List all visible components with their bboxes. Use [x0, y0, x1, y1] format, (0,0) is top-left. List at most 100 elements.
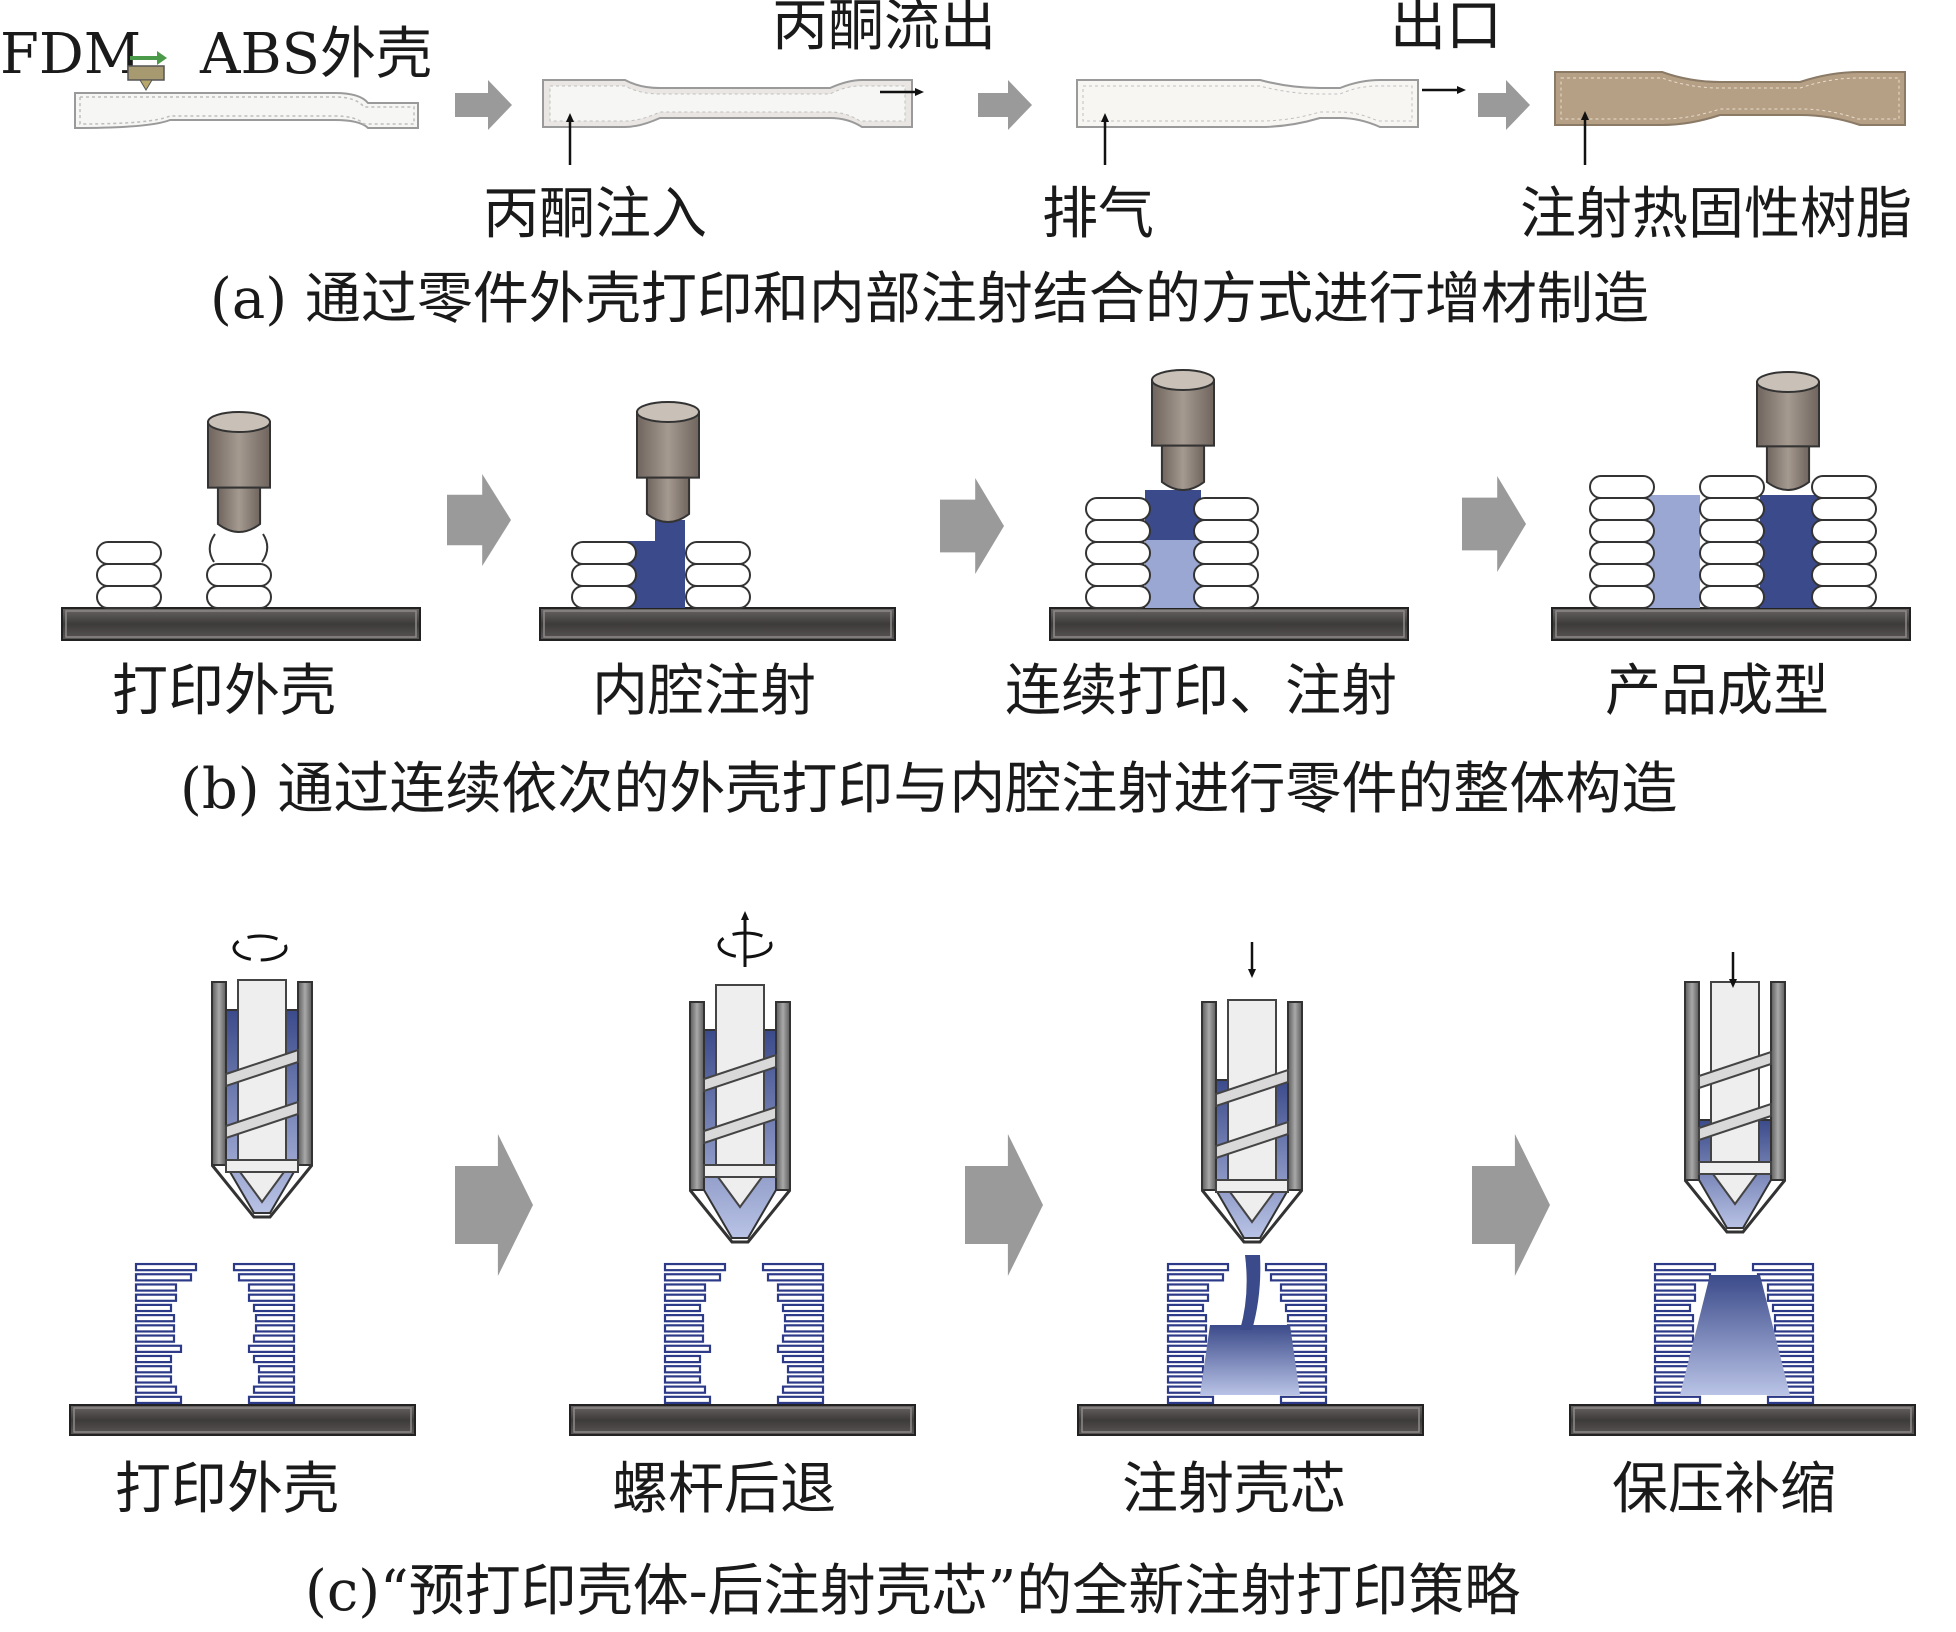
panel-c-barrel-2-wall-right	[775, 1001, 791, 1191]
panel-c-step1-shell-line-1-right	[232, 1262, 296, 1272]
process-arrow-b3	[1462, 476, 1526, 572]
specimen-1-shell	[74, 92, 419, 130]
panel-c-step3-shell-line-12-left	[1166, 1375, 1205, 1384]
panel-c-step1-shell-line-5-left	[134, 1303, 173, 1313]
panel-c-step1-shell-line-10-right	[252, 1354, 296, 1364]
panel-c-step1-shell-line-4-left	[134, 1293, 178, 1302]
specimen-4-resin-filled	[1554, 71, 1906, 126]
panel-c-barrel-3-screw-tip	[1228, 1191, 1276, 1224]
panel-b-step1-left-stack-bead-2	[96, 563, 162, 587]
panel-c-step4-shell-line-4-right	[1766, 1293, 1815, 1302]
panel-c-barrel-2-nozzle-cone	[688, 1189, 792, 1244]
panel-c-barrel-3-screw-flight-1	[1215, 1068, 1289, 1108]
panel-c-step1-shell-line-12-left	[134, 1375, 173, 1384]
panel-c-step4-cavity-fill	[1680, 1275, 1790, 1395]
panel-b-step4-left-stack-bead-2	[1589, 563, 1655, 587]
panel-c-step4-shell-line-10-left	[1653, 1354, 1692, 1364]
panel-c-step2-shell-line-1-left	[663, 1262, 727, 1272]
panel-b-nozzle-3-top	[1151, 369, 1215, 391]
panel-c-step4-shell-line-14-left	[1653, 1395, 1702, 1405]
panel-c-barrel-4-screw-flight-2	[1698, 1102, 1772, 1142]
panel-c-build-plate-1-bevel	[73, 1407, 412, 1433]
panel-b-build-plate-1	[61, 607, 421, 641]
panel-c-step1-shell-line-6-right	[254, 1314, 296, 1323]
panel-c-step3-shell-line-4-right	[1279, 1293, 1328, 1302]
panel-b-step3-left-stack-bead-4	[1085, 519, 1151, 543]
panel-c: 打印外壳 螺杆后退 注射壳芯 保压补缩 (c)“预打印壳体-后注射壳芯”的全新注…	[69, 911, 1916, 1624]
panel-b-build-plate-1-bevel	[65, 610, 417, 638]
panel-c-step2-shell-line-6-left	[663, 1314, 705, 1323]
panel-b-nozzle-4-tip	[1765, 445, 1811, 491]
panel-c-step3-shell-line-2-right	[1269, 1273, 1328, 1282]
panel-c-step1-shell-line-6-left	[134, 1314, 176, 1323]
panel-c-barrel-4-wall-right	[1770, 981, 1786, 1181]
fdm-label: FDM	[0, 22, 141, 87]
panel-b-build-plate-2	[539, 607, 896, 641]
panel-c-barrel-1-wall-right	[297, 981, 313, 1166]
panel-c-step2-shell-line-12-right	[786, 1375, 825, 1384]
panel-c-step3-shell-line-1-left	[1166, 1262, 1230, 1272]
panel-c-step1-shell-line-9-right	[247, 1344, 296, 1353]
panel-c-step-2	[569, 911, 916, 1436]
abs-shell-label: ABS外壳	[199, 22, 432, 87]
panel-c-step2-shell-line-7-left	[663, 1324, 705, 1333]
panel-c-step3-shell-line-11-left	[1166, 1365, 1205, 1374]
panel-c-step2-shell-line-6-right	[783, 1314, 825, 1323]
process-arrow-b2	[940, 478, 1004, 574]
panel-c-step2-shell-line-10-right	[781, 1354, 825, 1364]
panel-b-caption: (b) 通过连续依次的外壳打印与内腔注射进行零件的整体构造	[180, 757, 1677, 822]
panel-c-step1-shell-line-8-right	[252, 1334, 296, 1343]
panel-c-step3-shell-line-14-right	[1279, 1395, 1328, 1405]
panel-c-step2-shell-line-9-left	[663, 1344, 712, 1353]
panel-c-barrel-3-wall-left	[1201, 1001, 1217, 1191]
panel-c-step2-shell-line-9-right	[776, 1344, 825, 1353]
panel-c-step1-shell-line-8-left	[134, 1334, 176, 1343]
panel-c-step1-shell-line-14-right	[247, 1395, 296, 1405]
panel-b-build-plate-3	[1049, 607, 1409, 641]
panel-c-step4-shell-line-1-right	[1751, 1262, 1815, 1272]
panel-c-step2-shell-line-8-left	[663, 1334, 705, 1343]
panel-b-step1-right-stack-bead-1	[206, 585, 272, 609]
panel-c-step3-shell-line-6-right	[1286, 1314, 1328, 1323]
panel-c-step4-shell-line-4-left	[1653, 1293, 1697, 1302]
panel-b-step4-right-stack-bead-6	[1811, 475, 1877, 499]
panel-c-step2-shell-line-3-left	[663, 1283, 707, 1292]
panel-b-step1-right-stack-bead-2	[206, 563, 272, 587]
panel-c-step-3	[1077, 942, 1424, 1436]
panel-b-step4-right-stack-bead-1	[1811, 585, 1877, 609]
panel-b-nozzle-4-top	[1756, 371, 1820, 393]
panel-b-nozzle-1-tip	[216, 486, 262, 533]
panel-c-step-4	[1569, 952, 1916, 1436]
panel-c-step4-shell-line-7-left	[1653, 1324, 1695, 1333]
panel-c-build-plate-2	[569, 1404, 916, 1436]
panel-b-step4-left-stack-bead-6	[1589, 475, 1655, 499]
panel-c-step2-shell-line-11-right	[786, 1365, 825, 1374]
panel-c-step2-shell-line-14-right	[776, 1395, 825, 1405]
panel-c-step2-shell-line-14-left	[663, 1395, 712, 1405]
process-arrow-a1	[455, 80, 512, 130]
panel-c-step3-shell-line-3-right	[1279, 1283, 1328, 1292]
panel-c-barrel-1-screw-tip	[238, 1171, 286, 1204]
process-arrow-a3	[1478, 80, 1530, 130]
panel-b-step-3-label: 连续打印、注射	[1005, 659, 1397, 724]
panel-c-step2-shell-line-2-right	[766, 1273, 825, 1282]
panel-c-barrel-2-screw-flight-2	[703, 1105, 777, 1145]
panel-a-caption: (a) 通过零件外壳打印和内部注射结合的方式进行增材制造	[210, 267, 1649, 332]
panel-c-step3-melt-stream	[1240, 1255, 1261, 1330]
panel-c-step4-shell-line-8-right	[1771, 1334, 1815, 1343]
panel-b-step3-right-stack-bead-5	[1193, 497, 1259, 521]
fdm-nozzle-icon	[127, 65, 165, 91]
panel-b-step1-left-top-bead	[96, 541, 162, 565]
process-arrow-a2	[978, 80, 1032, 130]
panel-c-step2-shell-line-12-left	[663, 1375, 702, 1384]
panel-b-step3-right-stack-bead-3	[1193, 541, 1259, 565]
panel-c-build-plate-4-bevel	[1573, 1407, 1912, 1433]
panel-c-step1-shell-line-9-left	[134, 1344, 183, 1353]
panel-b-step4-left-stack-bead-1	[1589, 585, 1655, 609]
panel-c-step2-shell-line-13-right	[781, 1385, 825, 1394]
panel-c-step3-shell-line-8-left	[1166, 1334, 1208, 1343]
panel-b-step3-right-stack-bead-4	[1193, 519, 1259, 543]
panel-c-step-2-label: 螺杆后退	[612, 1457, 836, 1522]
panel-c-barrel-1-wall-left	[211, 981, 227, 1166]
panel-c-step1-shell-line-5-right	[252, 1303, 296, 1313]
